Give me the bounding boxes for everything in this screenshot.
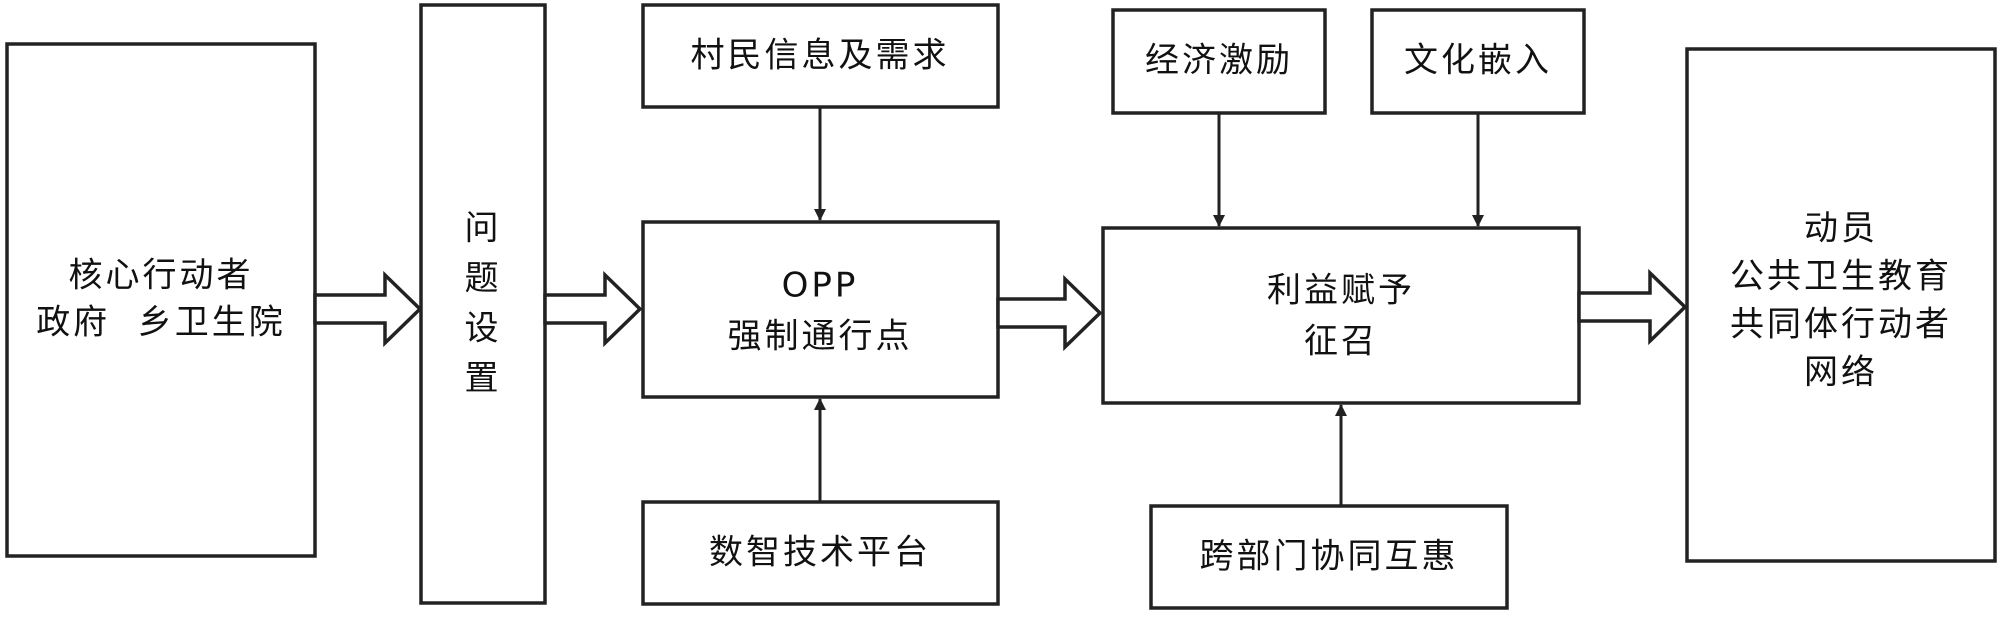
interest-enrollment-box: 利益赋予 征召 <box>1101 226 1581 405</box>
cultural-embedding-box: 文化嵌入 <box>1370 8 1586 115</box>
cross-department-label: 跨部门协同互惠 <box>1200 537 1459 577</box>
core-actors-box: 核心行动者 政府 乡卫生院 <box>5 42 317 558</box>
problem-char-1: 问 <box>465 209 502 249</box>
opp-line-1: OPP <box>782 266 859 306</box>
flow-arrow-opp-to-interest <box>996 274 1103 352</box>
mobilization-line-4: 网络 <box>1804 353 1878 393</box>
mobilization-line-1: 动员 <box>1804 209 1878 249</box>
problem-char-3: 设 <box>465 309 502 349</box>
interest-line-1: 利益赋予 <box>1267 271 1415 311</box>
problem-char-2: 题 <box>465 259 502 299</box>
interest-line-2: 征召 <box>1304 322 1378 362</box>
economic-incentive-label: 经济激励 <box>1145 41 1293 81</box>
mobilization-box: 动员 公共卫生教育 共同体行动者 网络 <box>1685 47 1997 563</box>
cultural-embedding-label: 文化嵌入 <box>1404 41 1552 81</box>
mobilization-line-3: 共同体行动者 <box>1730 305 1952 345</box>
opp-box: OPP 强制通行点 <box>641 220 1000 399</box>
core-actors-line-1: 核心行动者 <box>69 256 254 296</box>
digital-platform-box: 数智技术平台 <box>641 500 1000 606</box>
problem-char-4: 置 <box>465 359 502 399</box>
opp-line-2: 强制通行点 <box>728 317 913 357</box>
problem-setting-box: 问 题 设 置 <box>419 3 547 605</box>
flow-arrow-interest-to-mobilization <box>1577 268 1688 346</box>
core-actors-line-2: 政府 乡卫生院 <box>36 303 286 343</box>
mobilization-line-2: 公共卫生教育 <box>1730 257 1952 297</box>
economic-incentive-box: 经济激励 <box>1111 8 1327 115</box>
flow-arrow-problem-to-opp <box>543 270 643 348</box>
flow-arrow-core-to-problem <box>313 270 423 348</box>
cross-department-box: 跨部门协同互惠 <box>1149 504 1509 610</box>
digital-platform-label: 数智技术平台 <box>709 533 931 573</box>
villager-info-label: 村民信息及需求 <box>691 36 950 76</box>
villager-info-box: 村民信息及需求 <box>641 3 1000 109</box>
